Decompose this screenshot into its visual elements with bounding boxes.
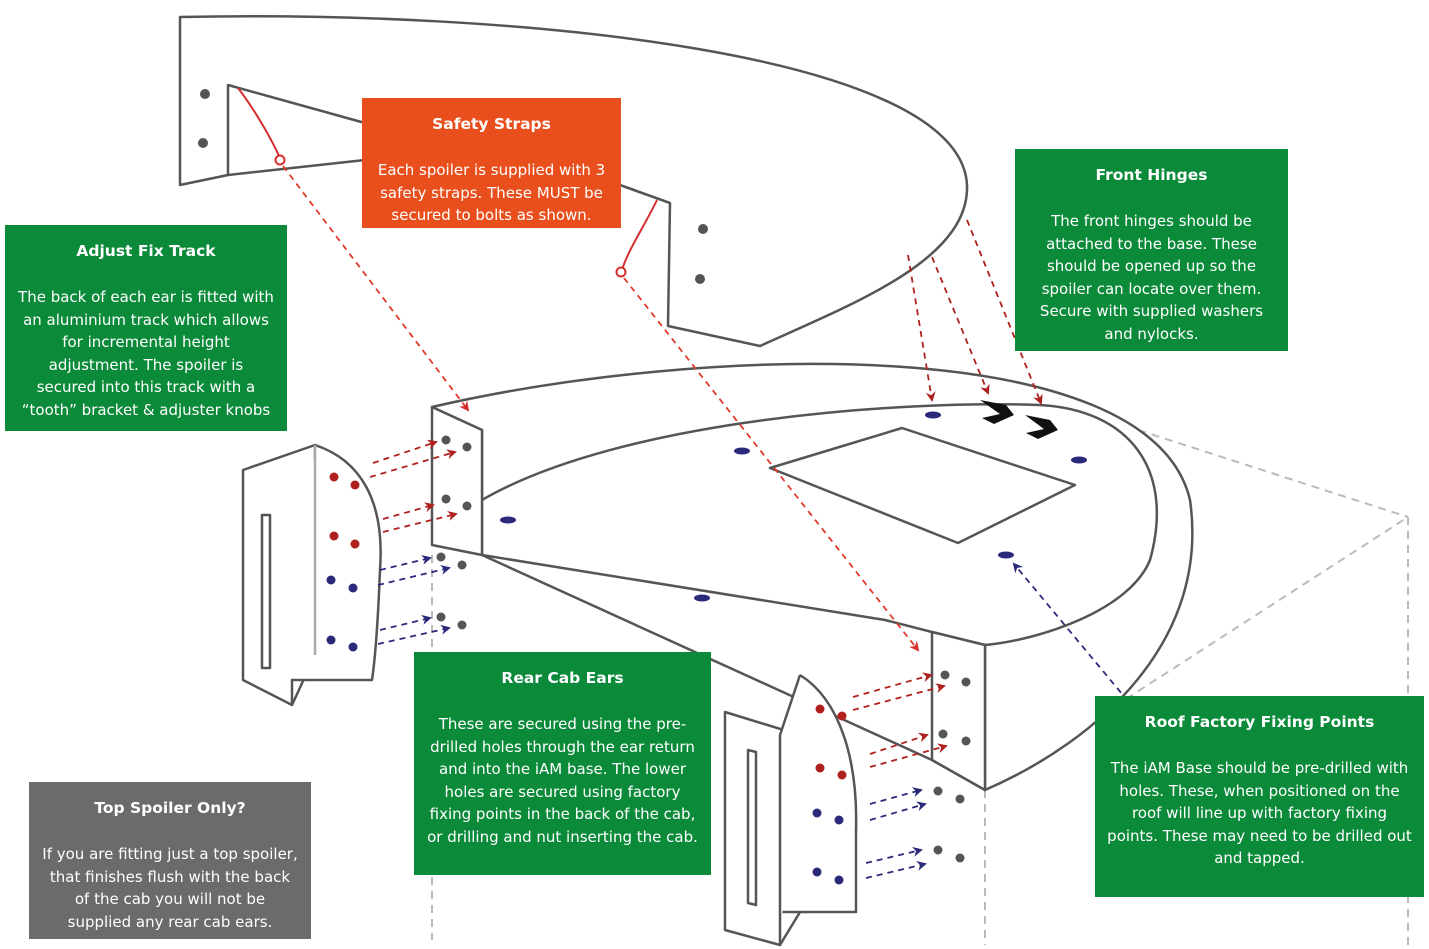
roof-fixing-points-body: The iAM Base should be pre-drilled with … — [1107, 759, 1412, 867]
top-spoiler-only-callout: Top Spoiler Only? If you are fitting jus… — [29, 782, 311, 939]
hinge-arrows — [907, 219, 1043, 405]
roof-fixing-points-title: Roof Factory Fixing Points — [1144, 713, 1375, 731]
front-hinges-callout: Front Hinges The front hinges should be … — [1015, 149, 1288, 351]
adjust-fix-track-callout: Adjust Fix Track The back of each ear is… — [5, 225, 287, 431]
front-hinges-body: The front hinges should be attached to t… — [1039, 212, 1264, 343]
rear-cab-ears-callout: Rear Cab Ears These are secured using th… — [414, 652, 711, 875]
left-ear-bolts — [326, 472, 360, 652]
front-hinges-title: Front Hinges — [1095, 166, 1208, 184]
right-ear-bolts — [812, 704, 847, 885]
rear-cab-ears-title: Rear Cab Ears — [501, 669, 624, 687]
ear-blue-arrows — [377, 555, 1143, 879]
strap-arrows — [282, 165, 920, 652]
rear-cab-ears-body: These are secured using the pre-drilled … — [427, 715, 698, 846]
ear-red-arrows — [369, 439, 948, 768]
adjust-fix-track-title: Adjust Fix Track — [76, 242, 216, 260]
strap-ring-icon — [274, 154, 627, 278]
top-spoiler-bolts — [198, 89, 708, 284]
top-spoiler-only-title: Top Spoiler Only? — [94, 799, 246, 817]
base-fixing-holes — [500, 411, 1087, 602]
hinge-icon — [980, 400, 1058, 439]
right-rear-cab-ear — [723, 673, 858, 947]
roof-fixing-points-callout: Roof Factory Fixing Points The iAM Base … — [1095, 696, 1424, 897]
top-spoiler-only-body: If you are fitting just a top spoiler, t… — [42, 845, 298, 931]
safety-straps-title: Safety Straps — [432, 115, 551, 133]
left-rear-cab-ear — [241, 443, 382, 707]
safety-straps-callout: Safety Straps Each spoiler is supplied w… — [362, 98, 621, 228]
adjust-fix-track-body: The back of each ear is fitted with an a… — [18, 288, 274, 419]
base-ear-bolts — [436, 435, 971, 863]
safety-straps-body: Each spoiler is supplied with 3 safety s… — [377, 161, 606, 224]
safety-strap-lines — [237, 87, 658, 271]
